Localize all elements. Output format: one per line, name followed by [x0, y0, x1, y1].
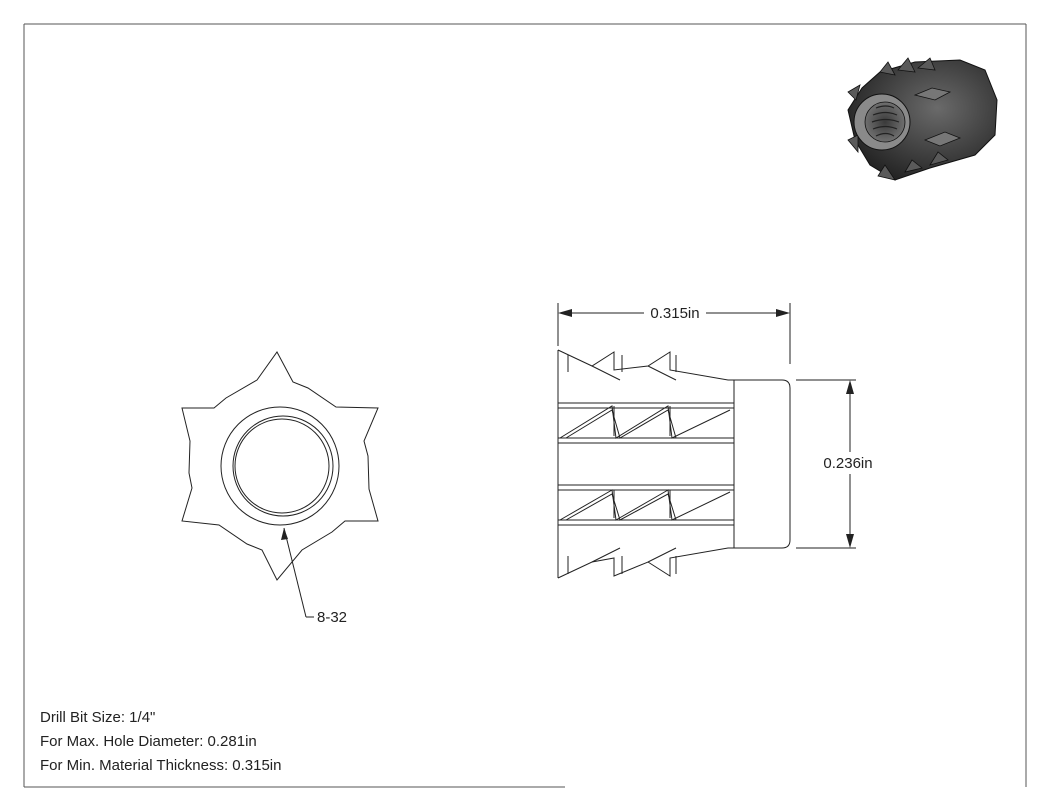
diameter-dimension — [796, 379, 856, 549]
side-view-flute-upper — [558, 402, 734, 444]
end-view-thread-minor — [234, 418, 330, 514]
length-dimension — [557, 303, 791, 364]
end-view-counterbore — [220, 406, 340, 526]
note-min-material-thickness: For Min. Material Thickness: 0.315in — [40, 757, 282, 774]
side-view: 0.315in 0.236in — [557, 303, 873, 579]
iso-bore — [864, 101, 906, 143]
end-view: 8-32 — [181, 351, 379, 626]
diameter-dimension-label: 0.236in — [823, 455, 872, 472]
iso-threads — [871, 105, 900, 137]
thread-leader — [283, 527, 307, 618]
thread-callout-label: 8-32 — [317, 609, 347, 626]
side-view-shank — [734, 379, 791, 549]
thread-leader-arrow — [281, 528, 288, 540]
isometric-view — [847, 57, 998, 181]
side-view-tooth-lines — [567, 355, 677, 574]
note-drill-bit-size: Drill Bit Size: 1/4" — [40, 709, 156, 726]
sheet-border — [23, 23, 1027, 788]
side-view-body-outline — [557, 349, 735, 579]
end-view-star-outline — [181, 351, 379, 581]
end-view-thread-major — [232, 415, 334, 517]
iso-flutes — [913, 87, 962, 147]
iso-spikes — [847, 57, 949, 181]
note-max-hole-diameter: For Max. Hole Diameter: 0.281in — [40, 733, 257, 750]
side-view-flute-lower — [558, 484, 734, 526]
length-dimension-label: 0.315in — [650, 305, 699, 322]
